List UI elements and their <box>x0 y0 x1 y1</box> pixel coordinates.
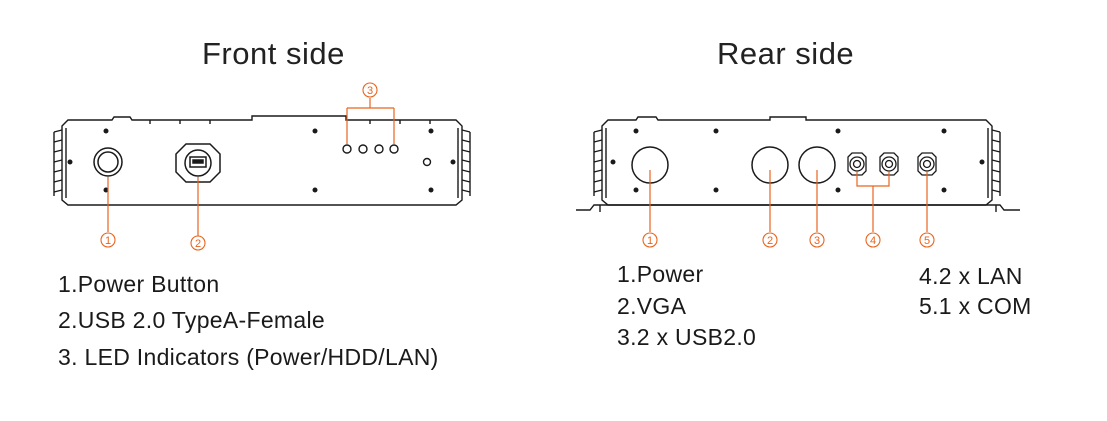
rear-panel <box>576 116 1020 212</box>
rear-screws <box>610 128 985 193</box>
rear-callout-3: 3 <box>814 235 820 247</box>
front-callout-1: 1 <box>105 235 111 247</box>
com-connector-icon <box>917 152 937 176</box>
rear-legend-lan: 4.2 x LAN <box>919 263 1023 289</box>
rear-legend-com: 5.1 x COM <box>919 293 1032 319</box>
rear-leaders <box>649 170 928 232</box>
front-legend-power-button: 1.Power Button <box>58 271 220 297</box>
rear-callout-2: 2 <box>767 235 773 247</box>
front-leaders <box>107 98 395 236</box>
front-panel <box>53 115 471 206</box>
rear-side-title: Rear side <box>717 36 855 71</box>
rear-legend-vga: 2.VGA <box>617 293 687 319</box>
rear-legend-power: 1.Power <box>617 261 704 287</box>
front-legend-usb: 2.USB 2.0 TypeA-Female <box>58 307 325 333</box>
front-legend-led: 3. LED Indicators (Power/HDD/LAN) <box>58 344 439 370</box>
front-callout-circles <box>100 82 378 251</box>
lan-connector-icon <box>847 152 899 176</box>
usb-port-icon <box>175 143 221 183</box>
rear-legend-usb: 3.2 x USB2.0 <box>617 324 757 350</box>
rear-callout-4: 4 <box>870 235 876 247</box>
front-callout-2: 2 <box>195 238 201 250</box>
front-callout-3: 3 <box>367 85 373 97</box>
front-side-title: Front side <box>202 36 345 71</box>
front-screws <box>67 128 456 193</box>
rear-callout-circles <box>642 232 935 248</box>
rear-callout-1: 1 <box>647 235 653 247</box>
rear-callout-5: 5 <box>924 235 930 247</box>
led-indicators <box>342 144 432 167</box>
power-button-icon <box>93 147 123 177</box>
